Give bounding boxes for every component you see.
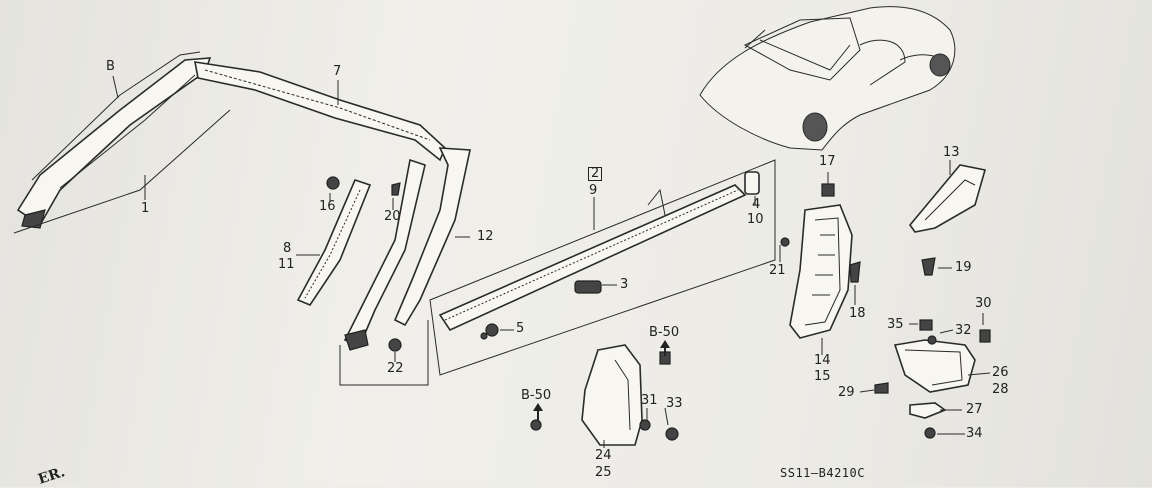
callout-10: 10 (747, 212, 764, 227)
callout-27: 27 (966, 402, 983, 417)
callout-16: 16 (319, 199, 336, 214)
callout-7: 7 (333, 64, 342, 79)
callout-25: 25 (595, 465, 612, 480)
part-12-pillar-trim (393, 147, 471, 327)
callout-b50-lower: B-50 (521, 388, 552, 403)
callout-26: 26 (992, 365, 1009, 380)
callout-19: 19 (955, 260, 972, 275)
part-20-screw (391, 182, 401, 196)
callout-35: 35 (887, 317, 904, 332)
leader-lines (112, 75, 991, 448)
callout-11: 11 (278, 257, 295, 272)
part-16-clip (326, 176, 340, 190)
part-8-weatherstrip (296, 179, 372, 306)
callout-21: 21 (769, 263, 786, 278)
callout-20: 20 (384, 209, 401, 224)
part-9-side-molding (429, 159, 776, 376)
part-1-windshield-frame (13, 51, 231, 234)
callout-30: 30 (975, 296, 992, 311)
part-26-lower-bracket (874, 319, 991, 439)
callout-33: 33 (666, 396, 683, 411)
callout-17: 17 (819, 154, 836, 169)
callout-B: B (106, 59, 115, 74)
callout-31: 31 (641, 393, 658, 408)
part-19-fastener (921, 257, 936, 276)
callout-8: 8 (283, 241, 292, 256)
callout-13: 13 (943, 145, 960, 160)
callout-5: 5 (516, 321, 525, 336)
callout-18: 18 (849, 306, 866, 321)
callout-9: 9 (589, 183, 598, 198)
part-24-mudflap (530, 344, 679, 446)
callout-14: 14 (814, 353, 831, 368)
part-14-side-scoop (780, 183, 861, 339)
part-7-header-molding (194, 61, 446, 162)
callout-28: 28 (992, 382, 1009, 397)
callout-12: 12 (477, 229, 494, 244)
callout-3: 3 (620, 277, 629, 292)
callout-24: 24 (595, 448, 612, 463)
callout-29: 29 (838, 385, 855, 400)
callout-34: 34 (966, 426, 983, 441)
car-outline (699, 6, 956, 151)
callout-22: 22 (387, 361, 404, 376)
callout-4: 4 (752, 197, 761, 212)
callout-1: 1 (141, 201, 150, 216)
part-22-pillar (339, 158, 429, 386)
callout-2: 2 (588, 167, 603, 181)
part-13-bracket (908, 164, 987, 233)
arrow-markers (533, 340, 670, 420)
diagram-code: SS11—B4210C (780, 466, 865, 480)
callout-32: 32 (955, 323, 972, 338)
callout-b50-upper: B-50 (649, 325, 680, 340)
callout-15: 15 (814, 369, 831, 384)
